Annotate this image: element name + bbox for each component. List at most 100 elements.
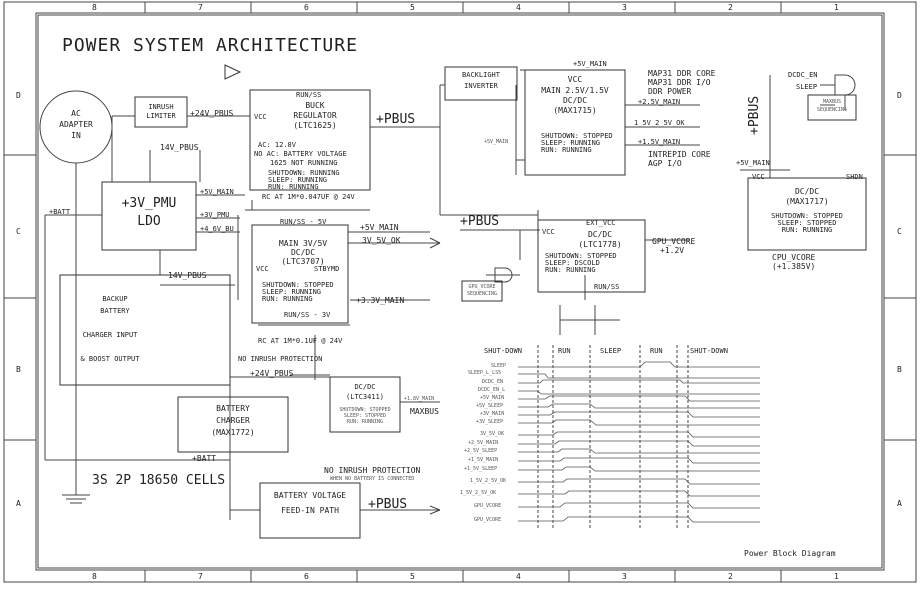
rc-note: RC AT 1M*0.1UF @ 24V bbox=[258, 337, 343, 345]
column-label: 3 bbox=[622, 3, 627, 12]
ltc3707-title: DC/DC bbox=[290, 248, 316, 257]
timing-signal: +2_5V_MAIN bbox=[468, 440, 499, 446]
timing-phase: SLEEP bbox=[600, 347, 622, 355]
ltc3411-title: DC/DC bbox=[354, 383, 376, 391]
max1717-title: DC/DC bbox=[794, 187, 820, 196]
buck-title: (LTC1625) bbox=[293, 121, 337, 130]
map31-label: DDR POWER bbox=[648, 87, 692, 96]
ac-adapter-label: IN bbox=[71, 131, 81, 140]
pmu-ldo-label: LDO bbox=[137, 214, 161, 229]
battery-charger-label: (MAX1772) bbox=[211, 428, 255, 437]
intrepid-label: AGP I/O bbox=[648, 159, 682, 168]
ltc1778-ext: EXT_VCC bbox=[586, 219, 616, 227]
ltc1778-status: RUN: RUNNING bbox=[545, 266, 596, 274]
feed-in-label: BATTERY VOLTAGE bbox=[273, 491, 347, 500]
timing-signal: +5V_SLEEP bbox=[476, 403, 504, 409]
timing-signal: DCDC_EN_L bbox=[478, 387, 506, 393]
net-label: +PBUS bbox=[376, 112, 416, 127]
column-label: 3 bbox=[622, 572, 627, 581]
ltc3411-title: (LTC3411) bbox=[346, 393, 384, 401]
gpu-vcore-label: GPU_VCORE bbox=[652, 237, 696, 246]
timing-phase: SHUT-DOWN bbox=[690, 347, 728, 355]
diagram-footer: Power Block Diagram bbox=[744, 549, 836, 558]
diagram-title: POWER SYSTEM ARCHITECTURE bbox=[62, 35, 358, 56]
net-label: +24V_PBUS bbox=[190, 109, 234, 118]
timing-signal: +3V_MAIN bbox=[480, 411, 505, 417]
row-label: A bbox=[897, 499, 902, 508]
net-label: +5V_MAIN bbox=[484, 139, 509, 145]
row-label: B bbox=[897, 365, 902, 374]
row-label: D bbox=[16, 91, 21, 100]
net-label: +1.8V_MAIN bbox=[404, 396, 435, 402]
gpu-vcore-label: +1.2V bbox=[660, 246, 685, 255]
row-label: C bbox=[16, 227, 21, 236]
column-label: 1 bbox=[834, 3, 839, 12]
cpu-vcore-label: (+1.385V) bbox=[772, 262, 816, 271]
net-label: +2.5V_MAIN bbox=[638, 98, 681, 106]
net-label: +PBUS bbox=[747, 95, 762, 135]
column-label: 6 bbox=[304, 3, 309, 12]
column-label: 2 bbox=[728, 3, 733, 12]
ltc3707-status: RUN: RUNNING bbox=[262, 295, 313, 303]
net-label: +24V_PBUS bbox=[250, 369, 294, 378]
buck-status: AC: 12.8V bbox=[258, 141, 296, 149]
intrepid-label: INTREPID CORE bbox=[648, 150, 711, 159]
net-label: +5V_MAIN bbox=[736, 159, 770, 167]
maxbus-seq-label: SEQUENCING bbox=[816, 107, 848, 113]
column-label: 4 bbox=[516, 572, 521, 581]
ac-adapter-label: ADAPTER bbox=[59, 120, 93, 129]
net-label: +3V_PMU bbox=[200, 211, 230, 219]
ltc3411-status: SLEEP: STOPPED bbox=[343, 413, 387, 419]
inrush-limiter-label: INRUSH bbox=[148, 103, 174, 111]
gpu-seq-label: GPU_VCORE bbox=[468, 284, 496, 290]
row-label: C bbox=[897, 227, 902, 236]
max1717-vcc: VCC bbox=[752, 173, 765, 181]
column-label: 6 bbox=[304, 572, 309, 581]
buck-vcc-label: VCC bbox=[254, 113, 267, 121]
timing-signal: +1_5V_MAIN bbox=[468, 457, 499, 463]
ltc1778-status: SHUTDOWN: STOPPED bbox=[545, 252, 617, 260]
cpu-vcore-label: CPU_VCORE bbox=[772, 253, 816, 262]
net-label: SLEEP bbox=[796, 83, 818, 91]
ltc3411-status: RUN: RUNNING bbox=[346, 419, 384, 425]
net-label: +5V_MAIN bbox=[200, 188, 234, 196]
backlight-label: BACKLIGHT bbox=[462, 71, 500, 79]
column-label: 4 bbox=[516, 3, 521, 12]
timing-signal: +3V_SLEEP bbox=[476, 419, 504, 425]
net-label: 14V_PBUS bbox=[168, 271, 207, 280]
max1717-status: SHUTDOWN: STOPPED bbox=[771, 212, 843, 220]
buck-title: REGULATOR bbox=[293, 111, 337, 120]
column-label: 8 bbox=[92, 572, 97, 581]
max1715-status: SLEEP: RUNNING bbox=[541, 139, 601, 147]
ltc3411-status: SHUTDOWN: STOPPED bbox=[339, 407, 391, 413]
row-label: D bbox=[897, 91, 902, 100]
buck-title: BUCK bbox=[305, 101, 325, 110]
net-label: +4_6V_BU bbox=[200, 225, 234, 233]
net-label: +1.5V_MAIN bbox=[638, 138, 681, 146]
timing-signal: +1_5V_SLEEP bbox=[464, 466, 498, 472]
buck-status: RUN: RUNNING bbox=[268, 183, 319, 191]
ltc3707-title: (LTC3707) bbox=[281, 257, 325, 266]
buck-status: SHUTDOWN: RUNNING bbox=[268, 169, 340, 177]
timing-phase: RUN bbox=[558, 347, 571, 355]
timing-phase: SHUT-DOWN bbox=[484, 347, 522, 355]
column-label: 7 bbox=[198, 3, 203, 12]
inrush-limiter-label: LIMITER bbox=[146, 112, 176, 120]
net-label: +PBUS bbox=[460, 214, 500, 229]
max1715-status: RUN: RUNNING bbox=[541, 146, 592, 154]
max1717-title: (MAX1717) bbox=[785, 197, 829, 206]
battery-charger-label: BATTERY bbox=[216, 404, 250, 413]
ltc3707-title: MAIN 3V/5V bbox=[278, 239, 328, 248]
ltc3707-vcc: VCC bbox=[256, 265, 269, 273]
max1715-vcc: VCC bbox=[567, 75, 583, 84]
ltc1778-vcc: VCC bbox=[542, 228, 555, 236]
charger-input-label: BATTERY bbox=[100, 307, 130, 315]
net-label: +PBUS bbox=[368, 497, 408, 512]
timing-signal: GPU_VCORE bbox=[474, 503, 502, 509]
no-inrush-label: NO INRUSH PROTECTION bbox=[324, 466, 421, 475]
max1715-title: (MAX1715) bbox=[553, 106, 597, 115]
timing-signal: 1_5V_2_5V_OK bbox=[470, 478, 507, 484]
row-label: A bbox=[16, 499, 21, 508]
net-label: +5V_MAIN bbox=[573, 60, 607, 68]
